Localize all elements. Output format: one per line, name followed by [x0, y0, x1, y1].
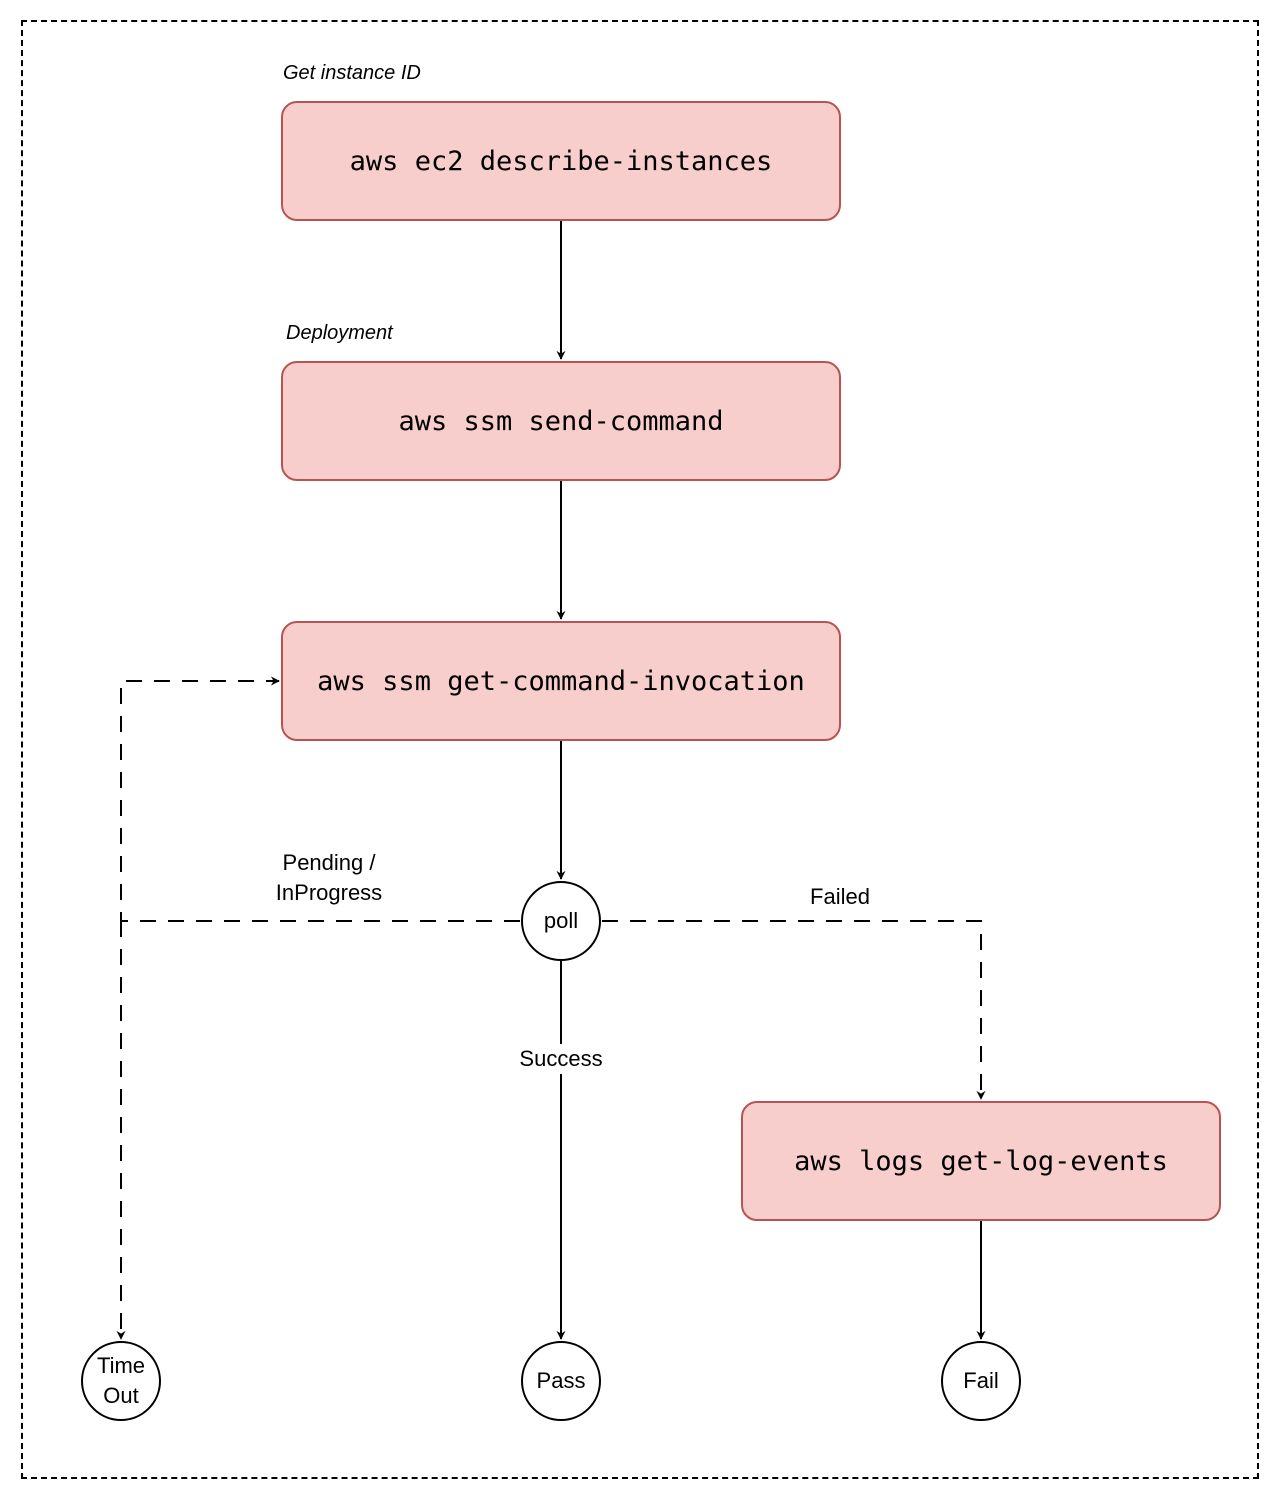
caption-deployment: Deployment — [286, 322, 393, 344]
arrow-poll-pending-loop — [120, 676, 520, 922]
step-describe-instances: aws ec2 describe-instances — [281, 101, 841, 221]
label-pending-line1: Pending / — [282, 850, 376, 875]
arrow-poll-failed — [602, 920, 986, 1100]
fail-node: Fail — [941, 1341, 1021, 1421]
label-pending-line2: InProgress — [275, 880, 383, 905]
timeout-label-line1: Time — [96, 1353, 146, 1378]
step-get-log-events: aws logs get-log-events — [741, 1101, 1221, 1221]
pass-node: Pass — [521, 1341, 601, 1421]
step-get-command-invocation: aws ssm get-command-invocation — [281, 621, 841, 741]
timeout-label: Time Out — [97, 1351, 145, 1411]
poll-node: poll — [521, 881, 601, 961]
label-failed: Failed — [810, 884, 870, 909]
label-success: Success — [511, 1044, 611, 1074]
step-send-command: aws ssm send-command — [281, 361, 841, 481]
timeout-label-line2: Out — [103, 1383, 139, 1408]
pass-label: Pass — [536, 1368, 586, 1393]
fail-label: Fail — [963, 1368, 999, 1393]
poll-label: poll — [543, 908, 579, 933]
diagram-frame — [21, 20, 1259, 1479]
caption-get-instance-id: Get instance ID — [283, 62, 421, 84]
label-pending-inprogress: Pending / InProgress — [262, 848, 396, 908]
timeout-node: Time Out — [81, 1341, 161, 1421]
